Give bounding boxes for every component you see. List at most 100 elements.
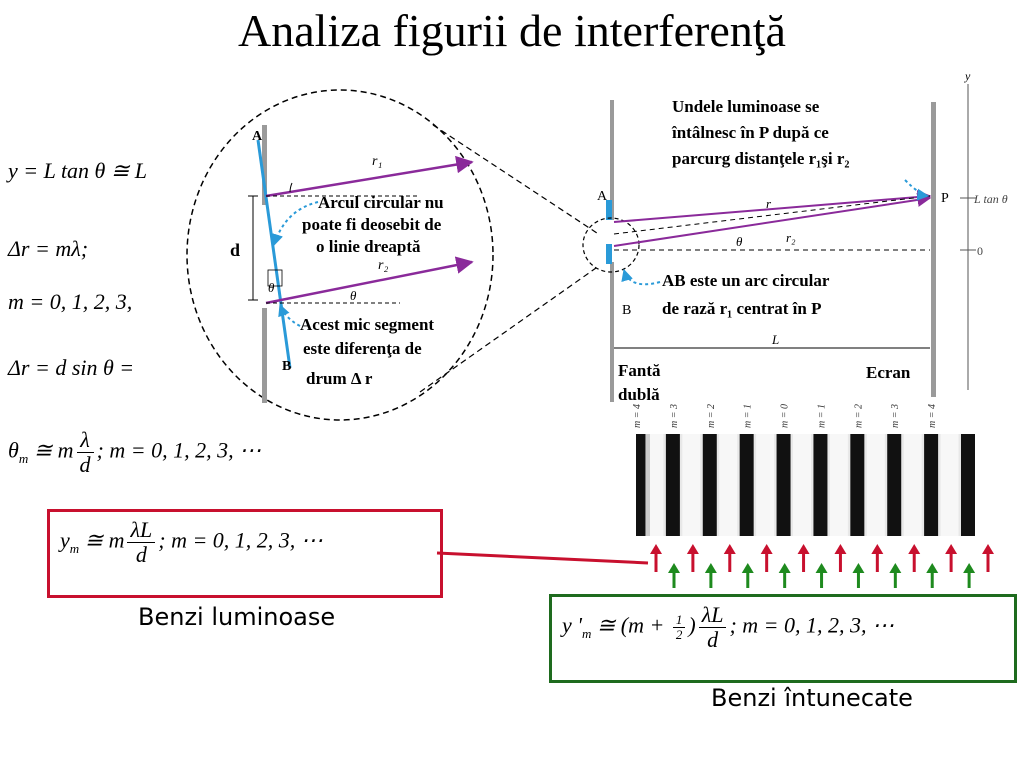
circle-arc-ab (256, 139, 292, 369)
circle-pointer-segment (278, 303, 301, 327)
red-connector-line (436, 551, 649, 565)
fringe-pattern (636, 434, 975, 536)
circle-ray-r1 (265, 155, 474, 198)
circle-note-arc: Arcul circular nu poate fi deosebit de o… (302, 193, 448, 256)
slit-zoom-circle (582, 217, 640, 273)
setup-label-p: P (941, 191, 949, 206)
setup-label-screen: Ecran (866, 363, 911, 382)
circle-label-a: A (252, 129, 263, 144)
zoom-connector-bottom (419, 267, 597, 393)
dark-fringe (961, 434, 975, 536)
circle-pointer-arc (271, 201, 319, 247)
circle-label-b: B (282, 359, 291, 374)
y-axis-ltan-label: L tan θ (973, 192, 1008, 206)
circle-label-r2: r₂ (378, 258, 388, 273)
fringe-order-label: m = 3 (890, 404, 901, 428)
red-arrow-head (760, 544, 773, 554)
bright-fringe (719, 434, 738, 536)
screen-bar (931, 102, 936, 397)
bright-fringe (645, 434, 664, 536)
green-arrow-head (778, 563, 791, 573)
setup-pointer-ab (621, 268, 661, 286)
fringe-order-labels: m = 4 m = 3 m = 2 m = 1 m = 0 m = 1 m = 2 m = 3… (632, 404, 938, 428)
slit-label-b: B (622, 303, 631, 318)
zoom-circle (186, 89, 494, 421)
green-arrow-head (741, 563, 754, 573)
equation-y-ltan: y = L tan θ ≅ L (8, 158, 148, 183)
setup-label-r: r (766, 196, 772, 211)
circle-barrier-upper (262, 125, 267, 205)
fringe-order-label: m = 1 (816, 404, 827, 428)
circle-label-theta-2: θ (350, 288, 357, 303)
slit-barrier-lower (610, 262, 614, 402)
slit-barrier-upper (610, 100, 614, 220)
setup-central-line (613, 195, 931, 235)
dark-fringe (813, 434, 828, 536)
dark-fringe (887, 434, 902, 536)
setup-pointer-meet (904, 179, 930, 201)
setup-ray-r2 (613, 192, 932, 247)
fringe-order-label: m = 2 (706, 404, 717, 428)
fringe-order-label: m = 2 (853, 404, 864, 428)
red-arrow-head (650, 544, 662, 554)
fringe-order-label: m = 0 (780, 404, 791, 428)
y-axis-zero-label: 0 (977, 244, 983, 258)
red-arrow-head (945, 544, 958, 554)
fringe-arrows (650, 544, 994, 588)
setup-note-meet: Undele luminoase se întâlnesc în P după … (671, 97, 850, 168)
setup-label-slit: Fantă dublă (618, 361, 665, 404)
zoom-connector-top (432, 124, 601, 236)
bright-fringe-formula-box (47, 509, 443, 598)
fringe-order-label: m = 1 (743, 404, 754, 428)
bright-fringe (793, 434, 811, 536)
red-arrow-head (686, 544, 699, 554)
fringe-order-label: m = 4 (927, 404, 938, 428)
fringe-order-label: m = 3 (669, 404, 680, 428)
circle-label-r1: r₁ (372, 154, 382, 169)
green-arrow-head (926, 563, 939, 573)
green-arrow-head (704, 563, 717, 573)
bright-fringes-caption: Benzi luminoase (138, 603, 336, 631)
circle-ray-r2 (265, 256, 474, 305)
red-arrow-head (908, 544, 921, 554)
red-arrow-head (797, 544, 810, 554)
circle-barrier-lower (262, 308, 267, 403)
dark-fringe (702, 434, 717, 536)
red-arrow-head (834, 544, 847, 554)
setup-note-ab: AB este un arc circular de rază r₁ centr… (662, 271, 833, 318)
green-arrow-head (852, 563, 865, 573)
dark-fringe-formula-box (549, 594, 1017, 683)
equation-path-diff-mlambda: Δr = mλ; (8, 236, 89, 261)
dark-fringe (850, 434, 865, 536)
red-arrow-head (871, 544, 884, 554)
page-title: Analiza figurii de interferenţă (238, 5, 786, 56)
dark-fringe (924, 434, 939, 536)
setup-ray-r1 (613, 190, 932, 223)
green-arrow-head (963, 563, 976, 573)
bright-fringe (866, 434, 885, 536)
equation-m-values: m = 0, 1, 2, 3, (8, 289, 133, 314)
green-arrow-head (815, 563, 828, 573)
dark-fringe (776, 434, 791, 536)
dark-fringe (665, 434, 680, 536)
red-arrow-head (982, 544, 994, 554)
dimension-l-label: L (771, 332, 779, 347)
setup-label-r2: r₂ (786, 230, 796, 245)
bright-fringe (940, 434, 959, 536)
dark-fringes-caption: Benzi întunecate (711, 684, 913, 712)
circle-note-segment: Acest mic segment este diferenţa de drum… (300, 315, 438, 388)
setup-label-theta: θ (736, 234, 743, 249)
bright-fringe (829, 434, 848, 536)
bright-fringe (756, 434, 775, 536)
green-arrow-head (889, 563, 902, 573)
red-arrow-head (723, 544, 736, 554)
dimension-d-label: d (230, 240, 240, 260)
circle-label-theta-1: θ (268, 280, 275, 295)
slit-label-a: A (597, 189, 608, 204)
bright-fringe (682, 434, 701, 536)
green-arrow-head (668, 563, 680, 573)
bright-fringe (903, 434, 922, 536)
fringe-order-label: m = 4 (632, 404, 643, 428)
